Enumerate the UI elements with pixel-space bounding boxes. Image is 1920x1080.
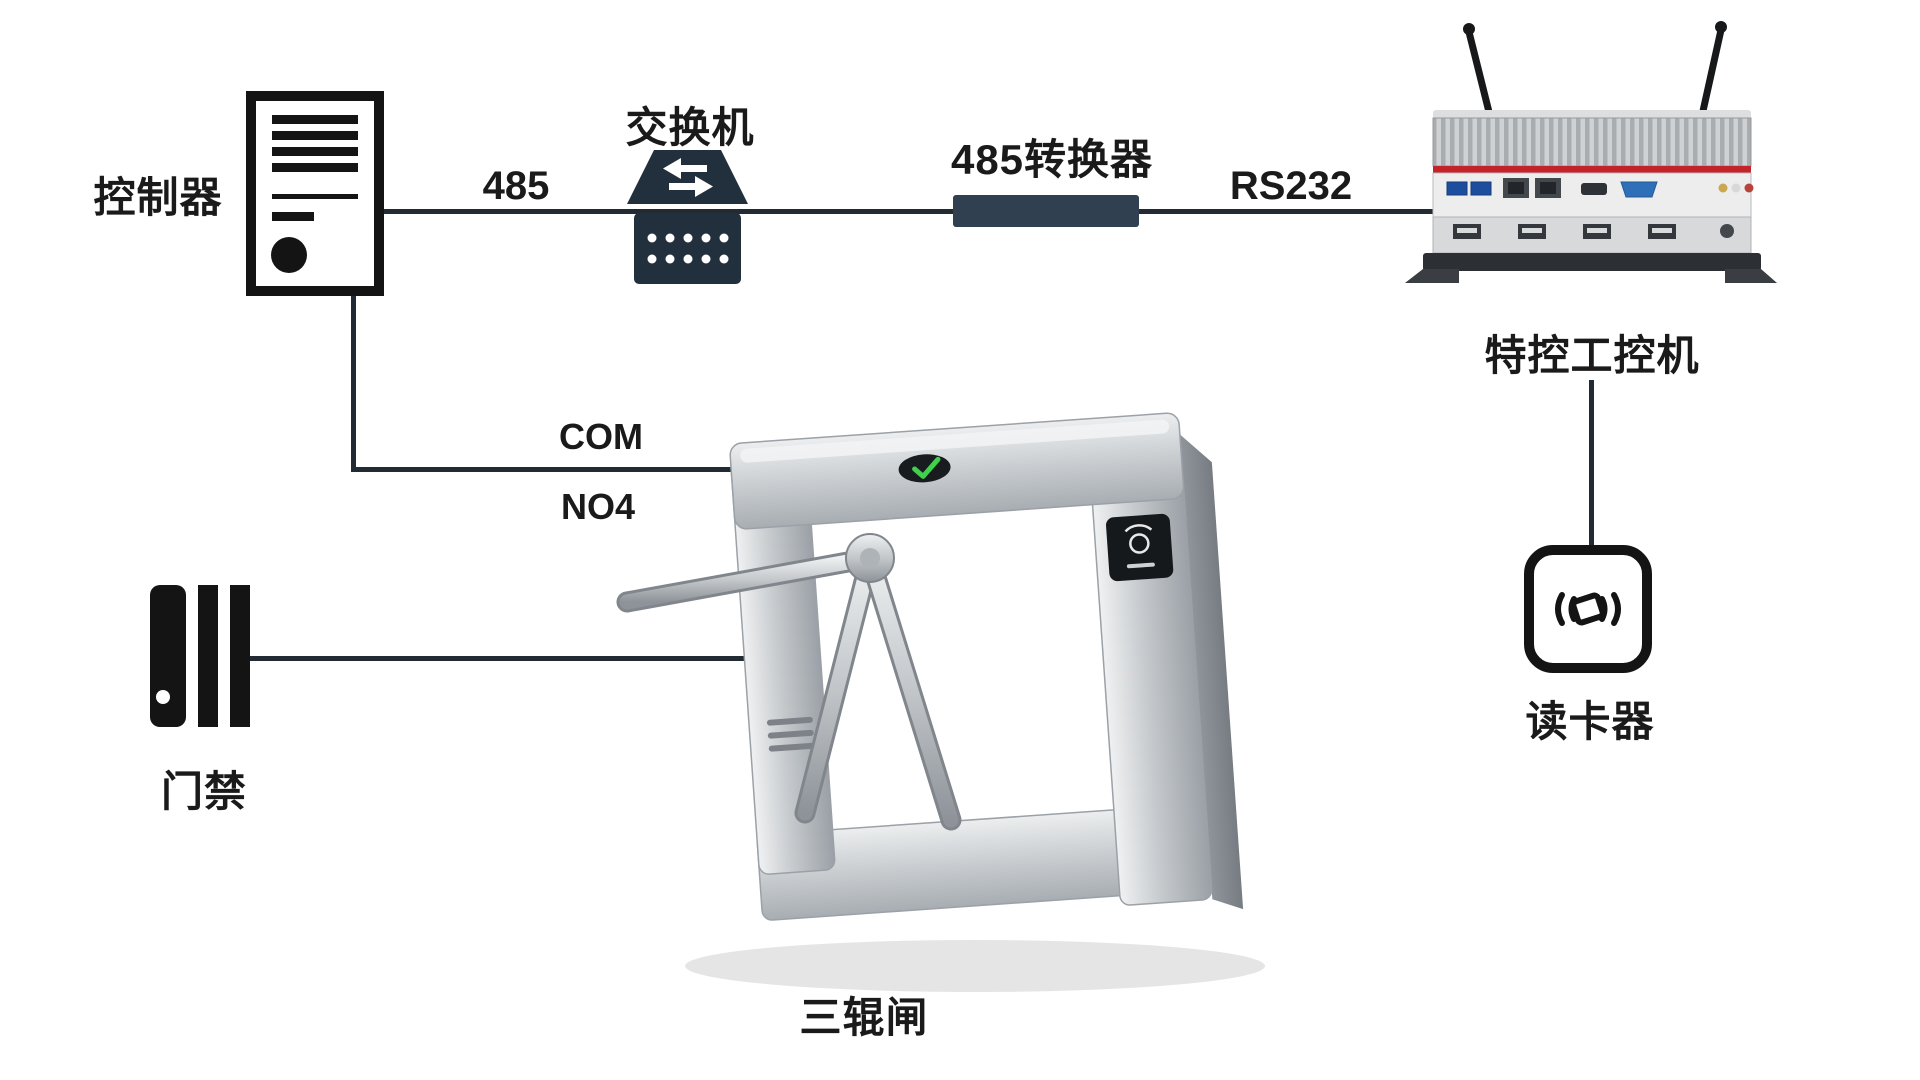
rs232-label: RS232 <box>1229 164 1353 208</box>
connector-controller-down <box>351 290 356 472</box>
industrial-pc-label: 特控工控机 <box>1484 332 1700 379</box>
connector-controller-switch-converter-ipc <box>383 209 1445 214</box>
converter-label: 485转换器 <box>950 136 1154 183</box>
industrial-pc-svg <box>1405 21 1777 283</box>
connector-access-turnstile <box>248 656 770 661</box>
switch-label: 交换机 <box>625 104 755 151</box>
turnstile-label: 三辊闸 <box>799 994 929 1041</box>
antenna-icon <box>1463 21 1727 124</box>
card-reader-icon <box>1522 543 1654 675</box>
turnstile-body <box>729 412 1244 921</box>
swap-arrows-icon <box>663 158 713 197</box>
red-stripe <box>1433 166 1751 173</box>
controller-icon <box>245 90 385 297</box>
switch-icon-svg <box>627 150 748 284</box>
card-reader-label: 读卡器 <box>1525 698 1655 745</box>
turnstile-icon <box>605 388 1265 1005</box>
pass-indicator-icon <box>898 454 951 483</box>
access-control-svg <box>150 585 250 727</box>
switch-port-dots <box>647 233 729 264</box>
controller-label: 控制器 <box>93 174 223 221</box>
tripod-arms <box>616 533 962 831</box>
front-ports <box>1446 178 1754 198</box>
connector-ipc-cardreader <box>1589 380 1594 548</box>
turnstile-svg <box>616 412 1265 992</box>
switch-icon <box>627 150 748 284</box>
card-reader-svg <box>1524 545 1652 673</box>
louver-slots <box>766 716 815 752</box>
no4-label: NO4 <box>560 486 636 527</box>
access-control-label: 门禁 <box>160 768 248 815</box>
usb-ports <box>1453 224 1734 239</box>
heatsink-fins <box>1432 117 1752 167</box>
converter-485-icon <box>953 195 1139 227</box>
com-label: COM <box>559 416 643 457</box>
access-control-icon <box>150 585 252 727</box>
controller-icon-svg <box>246 91 384 296</box>
bus-485-label: 485 <box>482 164 550 208</box>
industrial-pc-icon <box>1405 16 1777 304</box>
connector-controller-turnstile <box>351 467 763 472</box>
rfid-panel-icon <box>1106 513 1174 582</box>
